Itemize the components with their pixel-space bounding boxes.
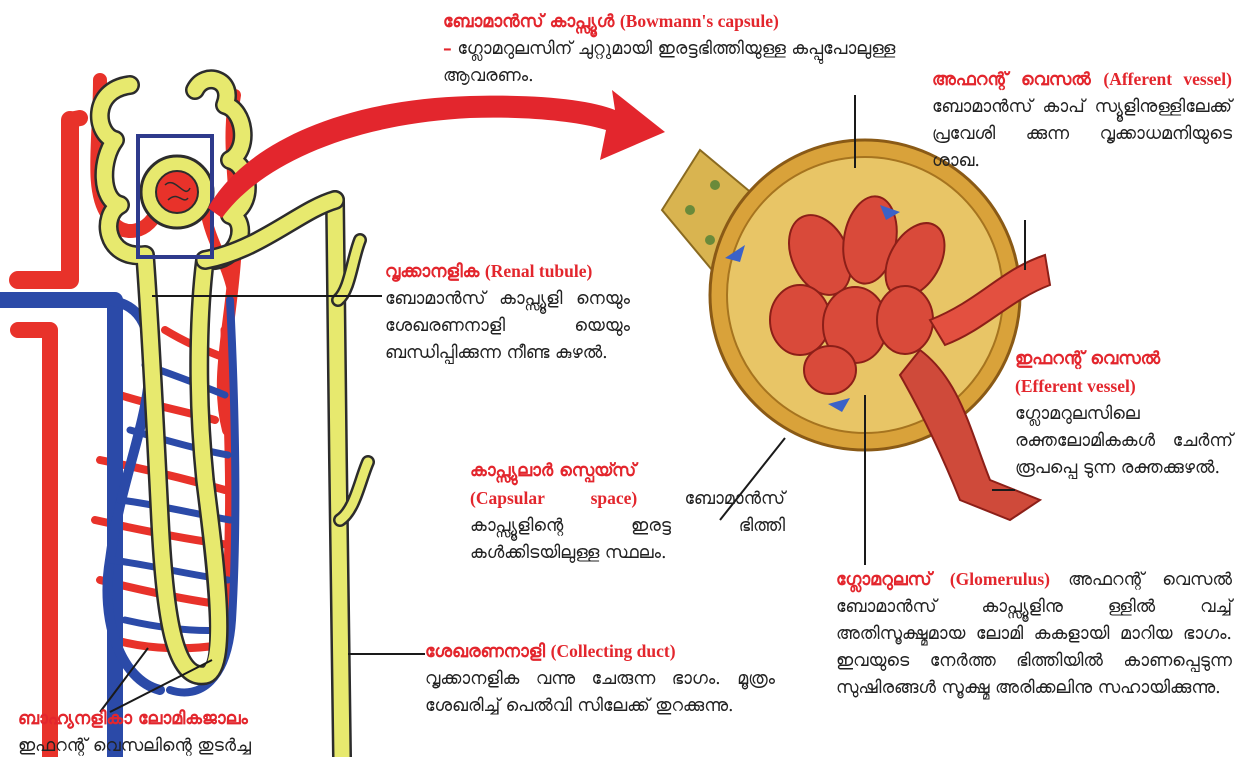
glomerulus-title-en: (Glomerulus) <box>950 569 1050 589</box>
efferent-vessel-title-en: (Efferent vessel) <box>1015 376 1136 396</box>
renal-tubule-desc: ബോമാൻസ് കാപ്സ്യൂളി നെയും ശേഖരണനാളി യെയും… <box>385 289 630 363</box>
capsular-space-title-en: (Capsular space) <box>470 488 637 508</box>
peritubular-network-label: ബാഹ്യനളികാ ലോമികജാലം ഇഫറന്റ് വെസലിന്റെ ത… <box>18 706 438 757</box>
efferent-vessel-desc: ഗ്ലോമറുലസിലെ രക്തലോമികകൾ ചേർന്ന് രൂപപ്പെ… <box>1015 404 1233 478</box>
nephron-illustration <box>0 79 368 757</box>
peritubular-network-title: ബാഹ്യനളികാ ലോമികജാലം <box>18 709 248 729</box>
afferent-vessel-title: അഫറന്റ് വെസൽ <box>932 70 1091 90</box>
efferent-vessel-label: ഇഫറന്റ് വെസൽ (Efferent vessel) ഗ്ലോമറുലസ… <box>1015 346 1233 482</box>
collecting-duct-title-en: (Collecting duct) <box>551 641 676 661</box>
renal-tubule-title-en: (Renal tubule) <box>485 261 592 281</box>
bowman-capsule-title-en: (Bowmann's capsule) <box>620 11 779 31</box>
collecting-duct-label: ശേഖരണനാളി (Collecting duct) വൃക്കാനളിക വ… <box>425 638 775 720</box>
afferent-vessel-label: അഫറന്റ് വെസൽ (Afferent vessel) ബോമാൻസ് ക… <box>932 66 1232 175</box>
renal-tubule-label: വൃക്കാനളിക (Renal tubule) ബോമാൻസ് കാപ്സ്… <box>385 258 630 367</box>
peritubular-network-desc: ഇഫറന്റ് വെസലിന്റെ തുടർച്ച <box>18 736 251 756</box>
zoom-arrow <box>208 90 665 218</box>
afferent-vessel-desc: ബോമാൻസ് കാപ് സ്യൂളിനുള്ളിലേക്ക് പ്രവേശി … <box>932 97 1232 171</box>
capsular-space-title: കാപ്സ്യുലാർ സ്പെയ്സ് <box>470 461 636 481</box>
afferent-vessel-title-en: (Afferent vessel) <box>1103 69 1232 89</box>
bowman-capsule-label: ബോമാൻസ് കാപ്സ്യൂൾ (Bowmann's capsule) – … <box>443 8 963 90</box>
glomerulus-title: ഗ്ലോമറുലസ് <box>836 570 932 590</box>
bowman-capsule-title: ബോമാൻസ് കാപ്സ്യൂൾ <box>443 12 614 32</box>
bowman-capsule-dash: – <box>443 39 452 59</box>
capsular-space-label: കാപ്സ്യുലാർ സ്പെയ്സ് (Capsular space) ബോ… <box>470 458 785 567</box>
collecting-duct-title: ശേഖരണനാളി <box>425 642 545 662</box>
collecting-duct-desc: വൃക്കാനളിക വന്നു ചേരുന്ന ഭാഗം. മൂത്രം ശേ… <box>425 669 775 716</box>
efferent-vessel-title: ഇഫറന്റ് വെസൽ <box>1015 349 1160 369</box>
renal-tubule-title: വൃക്കാനളിക <box>385 262 479 282</box>
bowman-capsule-desc: ഗ്ലോമറുലസിന് ചുറ്റുമായി ഇരട്ടഭിത്തിയുള്ള… <box>443 39 895 86</box>
glomerulus-label: ഗ്ലോമറുലസ് (Glomerulus) അഫറന്റ് വെസൽ ബോമ… <box>836 566 1232 702</box>
